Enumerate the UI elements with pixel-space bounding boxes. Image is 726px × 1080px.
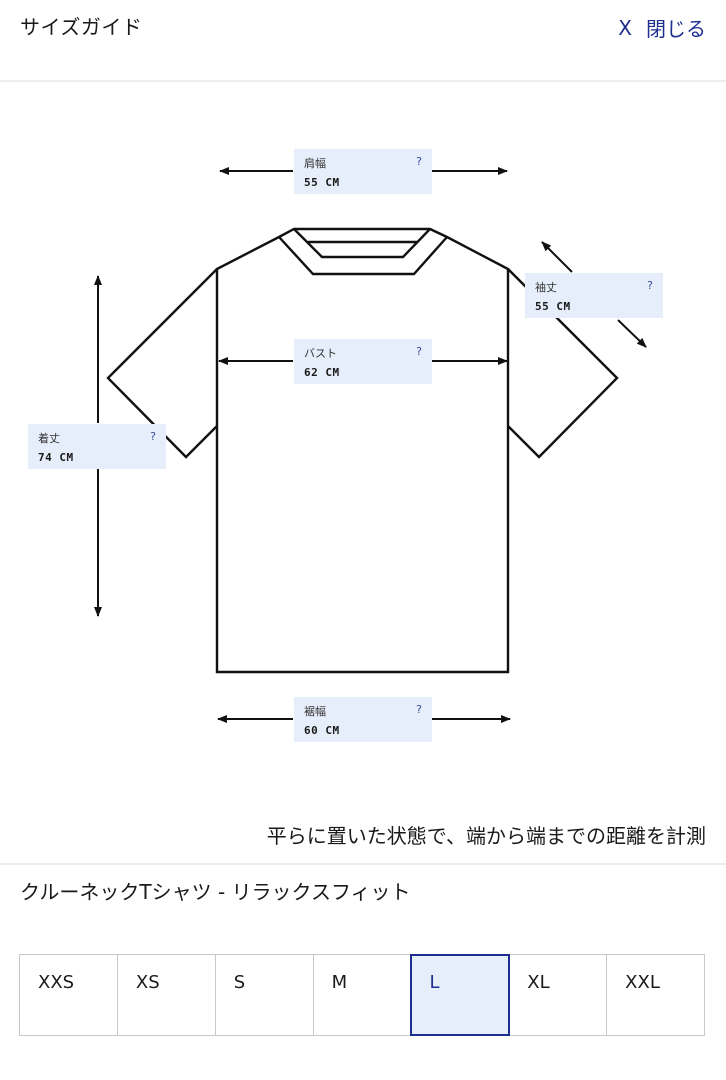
header: サイズガイド X 閉じる xyxy=(0,0,726,82)
help-icon[interactable]: ? xyxy=(416,155,422,168)
bust-label: バスト xyxy=(304,347,337,360)
length-measurement[interactable]: 着丈 ? 74 CM xyxy=(28,424,166,469)
hem-value: 60 CM xyxy=(304,724,340,737)
product-name: クルーネックTシャツ - リラックスフィット xyxy=(20,880,411,904)
measurement-note: 平らに置いた状態で、端から端までの距離を計測 xyxy=(266,824,706,848)
shoulder-value: 55 CM xyxy=(304,176,340,189)
help-icon[interactable]: ? xyxy=(416,345,422,358)
hem-label: 裾幅 xyxy=(304,705,326,718)
bust-measurement[interactable]: バスト ? 62 CM xyxy=(294,339,432,384)
help-icon[interactable]: ? xyxy=(647,279,653,292)
size-option-xs[interactable]: XS xyxy=(117,955,216,1035)
hem-measurement[interactable]: 裾幅 ? 60 CM xyxy=(294,697,432,742)
shoulder-measurement[interactable]: 肩幅 ? 55 CM xyxy=(294,149,432,194)
size-option-m[interactable]: M xyxy=(313,955,412,1035)
help-icon[interactable]: ? xyxy=(150,430,156,443)
page-title: サイズガイド xyxy=(20,15,143,39)
size-option-xl[interactable]: XL xyxy=(509,955,608,1035)
size-option-xxs[interactable]: XXS xyxy=(20,955,118,1035)
bust-value: 62 CM xyxy=(304,366,340,379)
length-label: 着丈 xyxy=(38,432,60,445)
size-option-xxl[interactable]: XXL xyxy=(607,955,705,1035)
close-label: 閉じる xyxy=(646,17,706,41)
sleeve-label: 袖丈 xyxy=(535,281,557,294)
close-button[interactable]: X 閉じる xyxy=(618,13,706,42)
help-icon[interactable]: ? xyxy=(416,703,422,716)
tshirt-illustration xyxy=(94,167,647,723)
sleeve-measurement[interactable]: 袖丈 ? 55 CM xyxy=(525,273,663,318)
sleeve-value: 55 CM xyxy=(535,300,571,313)
size-option-s[interactable]: S xyxy=(215,955,314,1035)
size-option-l[interactable]: L xyxy=(410,954,511,1036)
length-value: 74 CM xyxy=(38,451,74,464)
shoulder-label: 肩幅 xyxy=(304,157,326,170)
close-icon: X xyxy=(618,15,632,40)
divider xyxy=(0,863,726,865)
size-diagram: 肩幅 ? 55 CM 袖丈 ? 55 CM バスト ? 62 CM 着丈 ? 7… xyxy=(0,84,726,864)
size-selector: XXS XS S M L XL XXL xyxy=(19,954,705,1036)
